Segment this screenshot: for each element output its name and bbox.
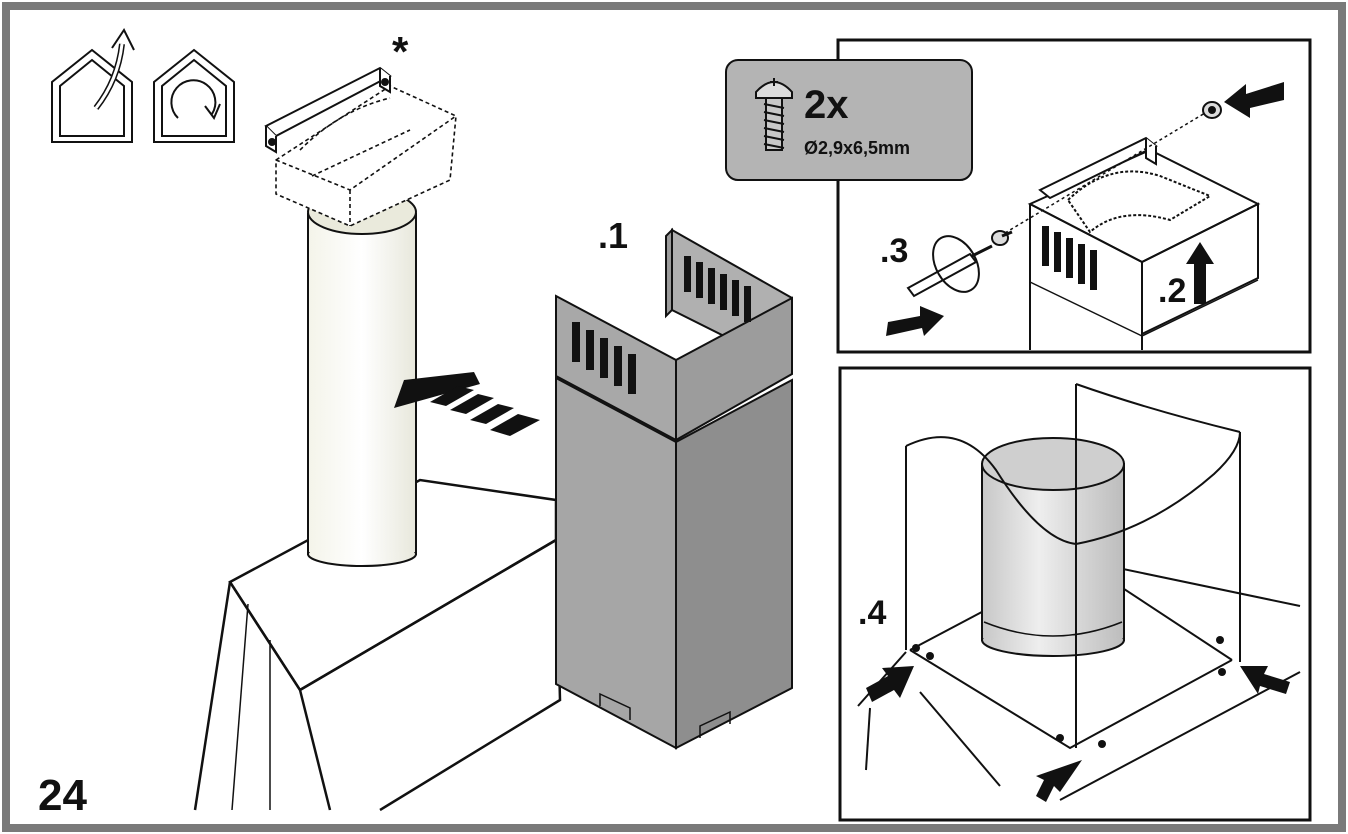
part-label-2: .2 (1158, 272, 1186, 310)
exhaust-pipe (307, 189, 417, 567)
screwdriver-icon (906, 235, 993, 298)
part-label-1: .1 (598, 215, 628, 256)
detail-bottom-cover-outline (905, 383, 1241, 748)
asterisk-label: * (392, 28, 409, 75)
chimney-vents-back (684, 256, 751, 322)
arrow-fix-left (866, 666, 914, 702)
part-label-4: .4 (858, 594, 886, 632)
chimney-vents-front (572, 322, 636, 394)
nut-icon (1202, 101, 1222, 119)
detail-bottom-screws (912, 636, 1226, 748)
screw-quantity: 2x (804, 83, 849, 127)
part-label-3: .3 (880, 232, 908, 270)
screw-spec: Ø2,9x6,5mm (804, 138, 910, 158)
detail-top-chimney (1027, 136, 1261, 350)
arrow-lift-up (1186, 242, 1214, 304)
screw-callout: 2x Ø2,9x6,5mm (725, 59, 973, 181)
detail-bottom-glass-pipe (981, 437, 1125, 657)
recirculation-mode-icon (153, 48, 235, 143)
bracket-rail (264, 66, 392, 154)
detail-bottom-hood-top (857, 558, 1301, 801)
screw-icon (755, 78, 793, 151)
extraction-mode-icon (51, 28, 135, 143)
arrow-fix-right (1240, 666, 1290, 694)
arrow-fix-bottom (1036, 760, 1082, 802)
arrow-push-screwdriver (886, 306, 944, 336)
insert-arrow (394, 372, 540, 436)
step-number: 24 (38, 771, 87, 820)
small-screw-icon (991, 230, 1013, 246)
detail-top-vents (1042, 226, 1097, 290)
screw-dash-line (999, 109, 1211, 237)
arrow-to-nut (1224, 82, 1284, 118)
